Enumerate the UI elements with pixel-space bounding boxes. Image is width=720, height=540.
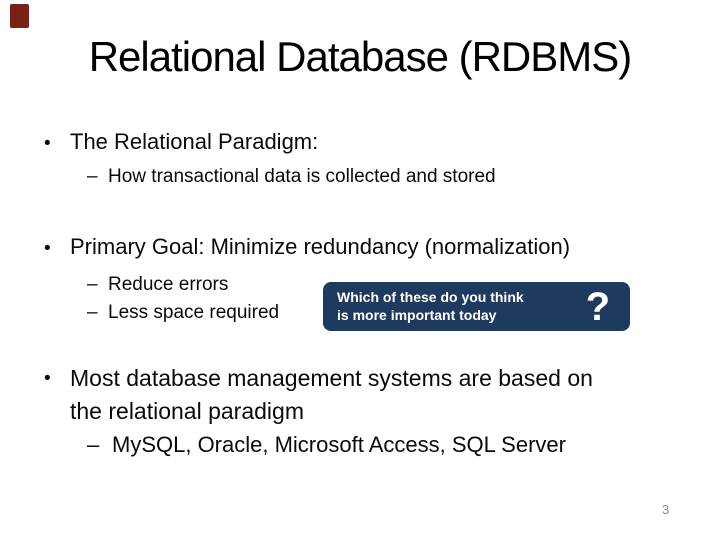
dash-marker-icon: –: [87, 302, 98, 323]
dash-marker-icon: –: [87, 432, 100, 457]
question-mark: ?: [585, 284, 610, 329]
sub-bullet-text: MySQL, Oracle, Microsoft Access, SQL Ser…: [112, 432, 566, 457]
bullet-text-line-1: Most database management systems are bas…: [70, 365, 593, 391]
sub-bullet-reduce-errors: – Reduce errors: [87, 274, 228, 296]
callout-line-1: Which of these do you think: [337, 289, 524, 305]
bullet-dot-icon: •: [44, 368, 51, 389]
callout-line-2: is more important today: [337, 306, 497, 323]
page-number: 3: [662, 502, 670, 517]
sub-bullet-text: How transactional data is collected and …: [108, 166, 496, 187]
dash-marker-icon: –: [87, 274, 98, 295]
sub-bullet-db-examples: – MySQL, Oracle, Microsoft Access, SQL S…: [87, 432, 566, 458]
callout-box: Which of these do you think is more impo…: [323, 282, 630, 331]
bullet-dot-icon: •: [44, 133, 51, 154]
bullet-dot-icon: •: [44, 238, 51, 259]
bullet-item-most-dbms: • Most database management systems are b…: [44, 362, 593, 428]
dash-marker-icon: –: [87, 166, 98, 187]
corner-accent-shape: [10, 4, 29, 28]
bullet-item-primary-goal: • Primary Goal: Minimize redundancy (nor…: [44, 234, 570, 260]
bullet-text: Primary Goal: Minimize redundancy (norma…: [70, 234, 571, 259]
sub-bullet-text: Reduce errors: [108, 274, 229, 295]
sub-bullet-how-transactional: – How transactional data is collected an…: [87, 166, 496, 188]
sub-bullet-text: Less space required: [108, 302, 280, 323]
callout-text: Which of these do you think is more impo…: [337, 289, 524, 324]
bullet-text: Most database management systems are bas…: [70, 362, 593, 428]
bullet-text-line-2: the relational paradigm: [70, 398, 304, 424]
slide-title: Relational Database (RDBMS): [88, 33, 633, 80]
bullet-text: The Relational Paradigm:: [70, 129, 319, 154]
bullet-item-relational-paradigm: • The Relational Paradigm:: [44, 129, 318, 155]
sub-bullet-less-space: – Less space required: [87, 302, 279, 324]
